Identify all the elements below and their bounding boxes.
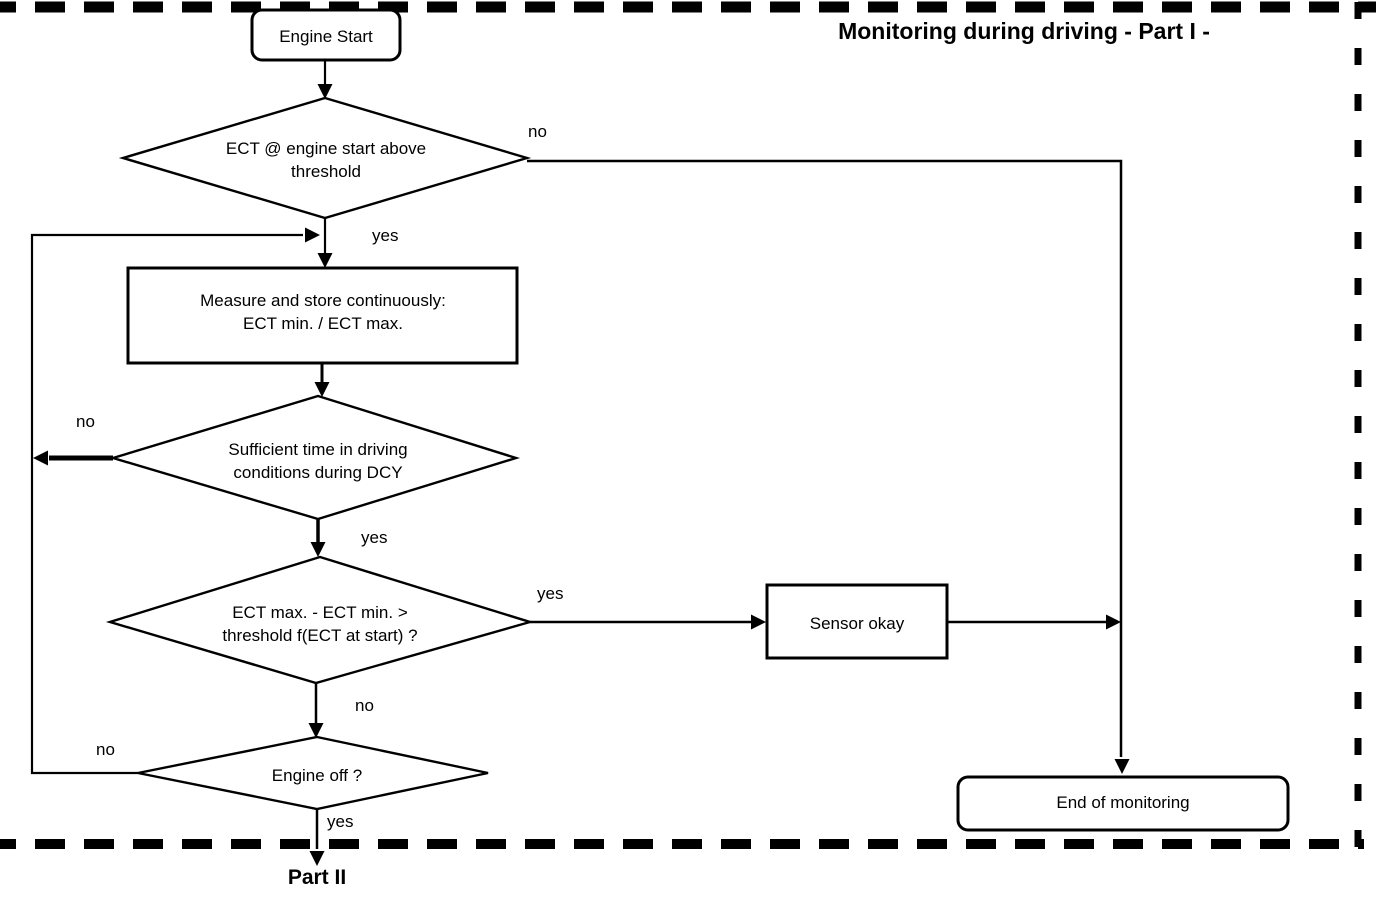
arrowhead-into-end — [1114, 759, 1130, 774]
arrowhead-into-measure — [317, 253, 333, 268]
ect-delta-label: ECT max. - ECT min. > threshold f(ECT at… — [222, 603, 418, 645]
edge-label-delta-no: no — [355, 696, 374, 715]
end-of-monitoring-label: End of monitoring — [1056, 793, 1190, 812]
engine-start-label: Engine Start — [279, 27, 373, 46]
end-of-monitoring-node — [956, 775, 1290, 832]
ect-at-start-label: ECT @ engine start above threshold — [225, 139, 427, 181]
decision-sufficient-time — [108, 394, 521, 521]
arrowhead-into-sufficient — [314, 382, 330, 397]
arrowhead-into-sensor — [751, 614, 766, 630]
decision-ect-delta — [105, 555, 535, 685]
diagram-title: Monitoring during driving - Part I - — [824, 16, 1224, 46]
measure-store-node — [126, 266, 519, 365]
engine-off-label: Engine off ? — [271, 766, 363, 785]
arrowheads — [33, 84, 1130, 866]
arrowhead-into-delta — [310, 542, 326, 557]
diagram-title-line1: Monitoring during driving — [838, 18, 1118, 44]
decision-ect-at-start — [118, 96, 532, 220]
arrowhead-into-engineoff — [308, 723, 324, 738]
arrowhead-sensor-out — [1106, 614, 1121, 630]
dashed-border — [0, 1, 1376, 849]
connectors — [30, 60, 1123, 849]
diagram-title-line2: - Part I - — [1124, 18, 1210, 44]
measure-store-label: Measure and store continuously: ECT min.… — [200, 291, 446, 333]
decision-engine-off — [137, 735, 489, 811]
part-two-label: Part II — [287, 866, 347, 889]
node-shapes — [105, 8, 1290, 832]
edge-label-sufficient-yes: yes — [361, 528, 388, 547]
sufficient-time-label: Sufficient time in driving conditions du… — [228, 440, 408, 482]
sensor-okay-label: Sensor okay — [809, 614, 905, 633]
edge-label-engineoff-yes: yes — [327, 812, 354, 831]
edge-label-delta-yes: yes — [537, 584, 564, 603]
edge-ect-no-to-end — [527, 159, 1123, 757]
edge-label-engineoff-no: no — [96, 740, 115, 759]
arrowhead-sufficient-no — [33, 450, 48, 466]
sensor-okay-node — [765, 583, 949, 660]
edge-label-ect-yes: yes — [372, 226, 399, 245]
arrowhead-loop-junction — [305, 227, 320, 243]
edge-label-sufficient-no: no — [76, 412, 95, 431]
arrowhead-into-part2 — [309, 851, 325, 866]
edge-label-ect-no: no — [528, 122, 547, 141]
engine-start-node — [250, 8, 402, 62]
edge-engineoff-no-loop — [30, 233, 303, 775]
arrowhead-into-ect — [317, 84, 333, 99]
